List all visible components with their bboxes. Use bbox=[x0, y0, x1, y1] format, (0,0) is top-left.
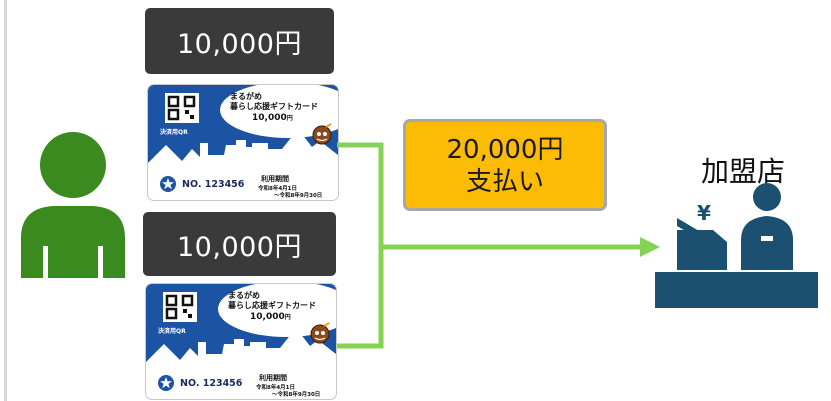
period-start: 令和8年4月1日 bbox=[258, 186, 297, 192]
gift-card-2: 決済用QR まるがめ 暮らし応援ギフトカード 10,000円 NO. 12345… bbox=[145, 283, 337, 400]
card-title-line1: まるがめ bbox=[228, 291, 260, 300]
cashier-icon: ¥ bbox=[655, 183, 818, 308]
card-number: NO. 123456 bbox=[180, 378, 243, 389]
svg-text:¥: ¥ bbox=[697, 201, 711, 225]
price-tag-bottom: 10,000円 bbox=[143, 212, 336, 276]
payment-box: 20,000円 支払い bbox=[403, 119, 607, 211]
card-background bbox=[148, 85, 338, 200]
cartoon-character-icon bbox=[310, 322, 330, 344]
card-title-line2: 暮らし応援ギフトカード bbox=[230, 102, 318, 111]
qr-label: 決済用QR bbox=[158, 328, 186, 335]
gift-card-1: 決済用QR まるがめ 暮らし応援ギフトカード 10,000円 NO. 12345… bbox=[147, 84, 339, 201]
card-background bbox=[146, 284, 336, 399]
card-amount: 10,000円 bbox=[252, 113, 293, 123]
card-title-line2: 暮らし応援ギフトカード bbox=[228, 301, 316, 310]
payment-label: 支払い bbox=[465, 167, 544, 197]
qr-label: 決済用QR bbox=[160, 129, 188, 136]
star-logo-icon bbox=[158, 375, 174, 391]
period-label: 利用期間 bbox=[261, 175, 289, 183]
period-label: 利用期間 bbox=[259, 374, 287, 382]
payment-amount: 20,000円 bbox=[446, 135, 564, 165]
card-title-line1: まるがめ bbox=[230, 92, 262, 101]
period-end: ～令和8年9月30日 bbox=[274, 193, 323, 199]
left-border bbox=[4, 0, 7, 401]
period-end: ～令和8年9月30日 bbox=[272, 392, 321, 398]
qr-code-icon bbox=[165, 93, 199, 123]
qr-code-icon bbox=[163, 292, 197, 322]
arrow-head bbox=[640, 237, 660, 257]
period-start: 令和8年4月1日 bbox=[256, 385, 295, 391]
star-logo-icon bbox=[160, 176, 176, 192]
price-tag-top: 10,000円 bbox=[145, 8, 334, 74]
store-label: 加盟店 bbox=[701, 155, 786, 188]
yen-icon: ¥ bbox=[697, 201, 711, 225]
card-amount: 10,000円 bbox=[250, 312, 291, 322]
cartoon-character-icon bbox=[312, 123, 332, 145]
card-number: NO. 123456 bbox=[182, 179, 245, 190]
person-icon bbox=[21, 132, 125, 278]
